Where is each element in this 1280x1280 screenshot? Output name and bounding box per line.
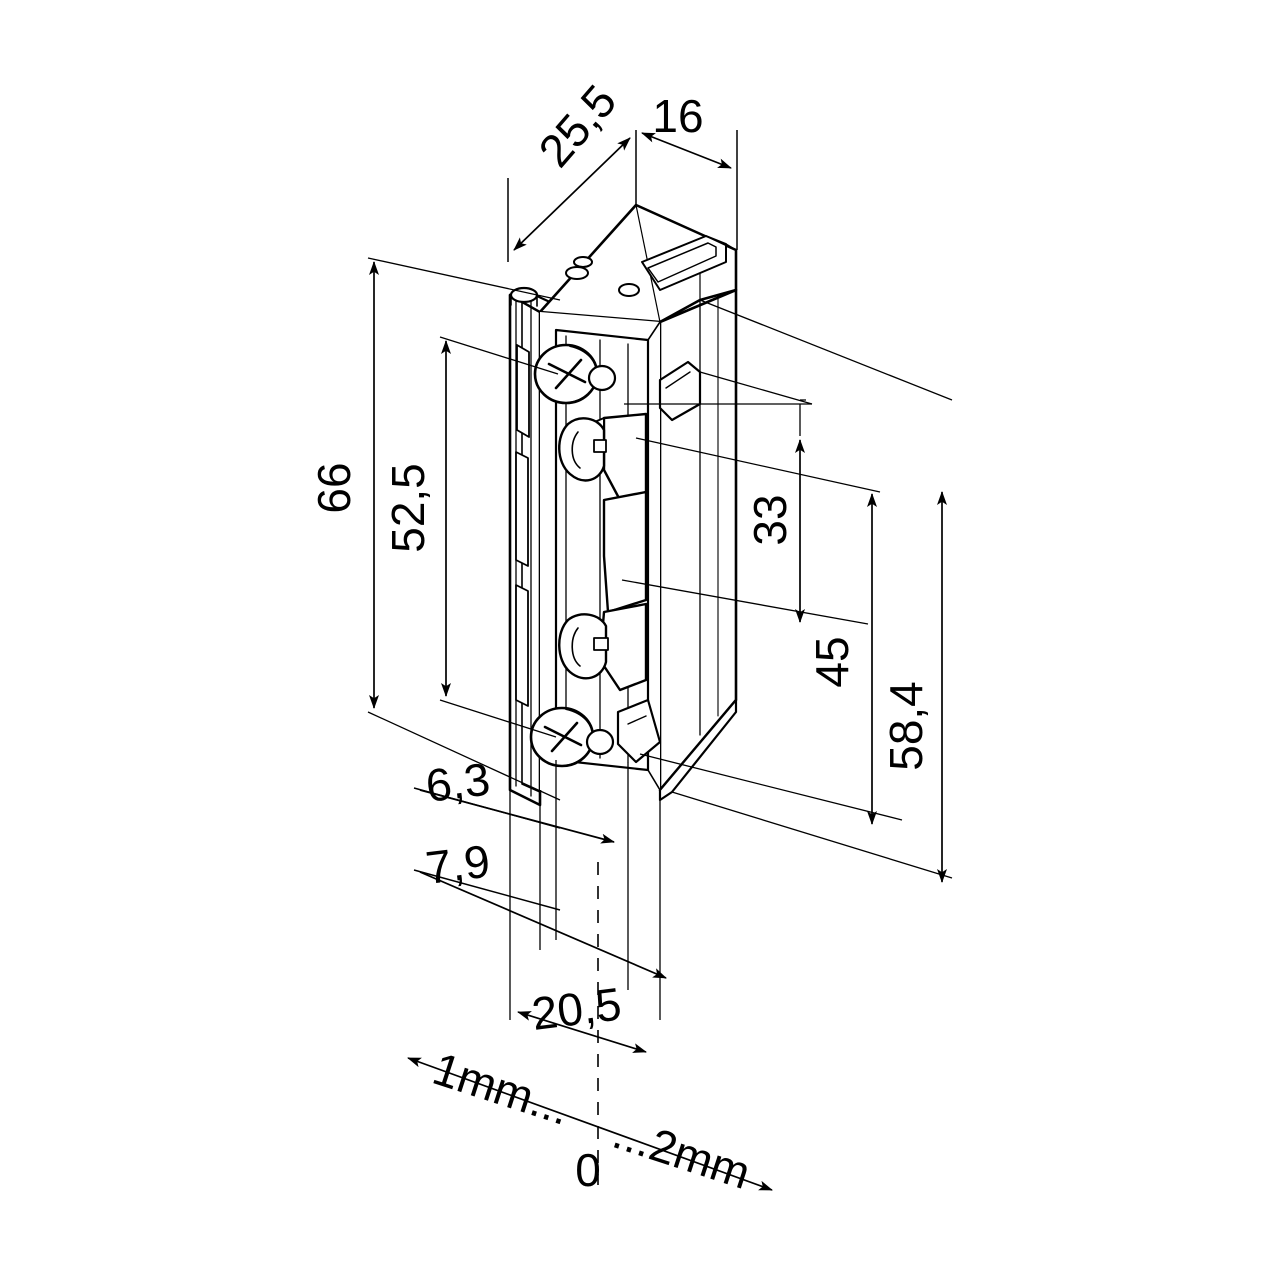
dim-offset-c: 20,5 [529, 977, 624, 1040]
strike-body-geometry [508, 203, 738, 807]
dim-height-fixing-centres: 52,5 [382, 463, 434, 553]
tolerance-zero-label: 0 [575, 1144, 601, 1196]
dim-latch-from-top: 33 [744, 494, 796, 545]
dim-latch-span: 45 [806, 636, 858, 687]
dim-height-total: 66 [308, 462, 360, 513]
dimension-lines [367, 130, 953, 1191]
dim-offset-b: 7,9 [423, 835, 493, 894]
dim-faceplate-width: 16 [652, 90, 703, 142]
dim-offset-a: 6,3 [423, 753, 493, 812]
dim-body-height: 58,4 [880, 681, 932, 771]
tolerance-left-label: 1mm... [427, 1042, 577, 1135]
tolerance-right-label: ...2mm [607, 1106, 757, 1199]
dim-depth-total: 25,5 [528, 75, 626, 177]
